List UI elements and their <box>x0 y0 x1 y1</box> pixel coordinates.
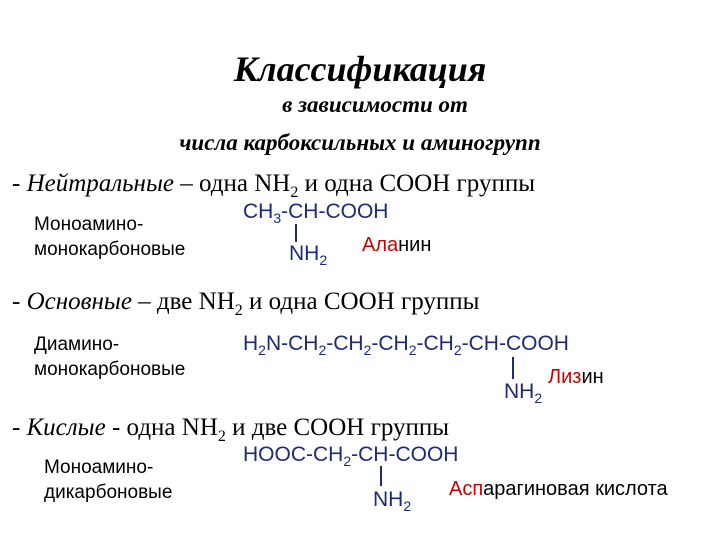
bullet-dash: - <box>12 414 21 441</box>
subclass-line-2: монокарбоновые <box>34 239 186 260</box>
formula-subscript: 2 <box>534 390 543 407</box>
aspartic-acid-name: Аспарагиновая кислота <box>449 478 668 501</box>
group-desc: – одна NH <box>180 170 291 197</box>
group-desc-tail: и одна COOH группы <box>242 288 480 315</box>
formula-part: -CH <box>326 332 364 355</box>
aspartic-acid-bond <box>380 466 382 486</box>
alanine-bond <box>295 224 297 242</box>
group-desc-tail: и две COOH группы <box>225 414 450 441</box>
group-desc-tail: и одна COOH группы <box>298 170 536 197</box>
group-desc: - одна NH <box>111 414 218 441</box>
alanine-formula: CH3-CH-COOH <box>243 200 388 226</box>
lysine-formula: H2N-CH2-CH2-CH2-CH2-CH-COOH <box>243 332 569 358</box>
basic-subclass: Диамино- монокарбоновые <box>34 332 185 382</box>
formula-subscript: 2 <box>258 342 266 359</box>
aspartic-acid-formula: HOOC-CH2-CH-COOH <box>243 443 458 469</box>
compound-name-rest: нин <box>398 234 432 256</box>
bullet-dash: - <box>12 288 21 315</box>
formula-part: -CH-COOH <box>461 332 569 355</box>
compound-name-highlight: Ала <box>362 234 399 256</box>
formula-subscript: 2 <box>408 342 417 359</box>
group-desc-subscript: 2 <box>234 302 243 319</box>
formula-subscript: 2 <box>453 342 462 359</box>
neutral-subclass: Моноамино- монокарбоновые <box>34 212 185 262</box>
alanine-amino-group: NH2 <box>289 242 327 268</box>
formula-part: -CH-COOH <box>351 443 459 466</box>
subtitle-line-1: в зависимости от <box>282 92 468 117</box>
formula-subscript: 2 <box>403 498 412 515</box>
acidic-heading: - Кислые - одна NH2 и две COOH группы <box>12 414 449 446</box>
formula-part: -CH-COOH <box>281 200 389 223</box>
lysine-bond <box>512 357 514 379</box>
formula-part: NH <box>504 380 535 403</box>
formula-subscript: 3 <box>273 210 282 227</box>
basic-heading: - Основные – две NH2 и одна COOH группы <box>12 288 479 320</box>
compound-name-rest: ин <box>581 366 604 388</box>
subclass-line-2: дикарбоновые <box>44 482 173 503</box>
formula-part: N-CH <box>265 332 319 355</box>
compound-name-highlight: Асп <box>449 478 484 500</box>
compound-name-rest: арагиновая кислота <box>483 478 668 500</box>
group-desc-subscript: 2 <box>290 184 299 201</box>
formula-subscript: 2 <box>319 252 328 269</box>
group-type: Основные <box>26 288 132 315</box>
formula-subscript: 2 <box>318 342 327 359</box>
subclass-line-1: Диамино- <box>34 334 120 355</box>
subclass-line-1: Моноамино- <box>44 457 154 478</box>
slide-title: Классификация <box>233 49 487 89</box>
lysine-name: Лизин <box>548 366 604 389</box>
group-desc-subscript: 2 <box>217 428 226 445</box>
group-desc: – две NH <box>138 288 235 315</box>
lysine-amino-group: NH2 <box>504 380 542 406</box>
group-type: Нейтральные <box>26 170 174 197</box>
formula-subscript: 2 <box>343 453 352 470</box>
subclass-line-1: Моноамино- <box>34 214 144 235</box>
alanine-name: Аланин <box>362 234 431 257</box>
formula-part: HOOC-CH <box>243 443 344 466</box>
aspartic-acid-amino-group: NH2 <box>373 488 411 514</box>
subclass-line-2: монокарбоновые <box>34 359 186 380</box>
formula-part: NH <box>289 242 320 265</box>
formula-part: CH <box>243 200 274 223</box>
formula-subscript: 2 <box>363 342 372 359</box>
acidic-subclass: Моноамино- дикарбоновые <box>44 455 172 505</box>
formula-part: -CH <box>416 332 454 355</box>
subtitle-line-2: числа карбоксильных и аминогрупп <box>179 130 541 155</box>
compound-name-highlight: Лиз <box>548 366 582 388</box>
formula-part: NH <box>373 488 404 511</box>
neutral-heading: - Нейтральные – одна NH2 и одна COOH гру… <box>12 170 535 202</box>
bullet-dash: - <box>12 170 21 197</box>
formula-part: -CH <box>371 332 409 355</box>
formula-part: H <box>243 332 259 355</box>
group-type: Кислые <box>26 414 106 441</box>
